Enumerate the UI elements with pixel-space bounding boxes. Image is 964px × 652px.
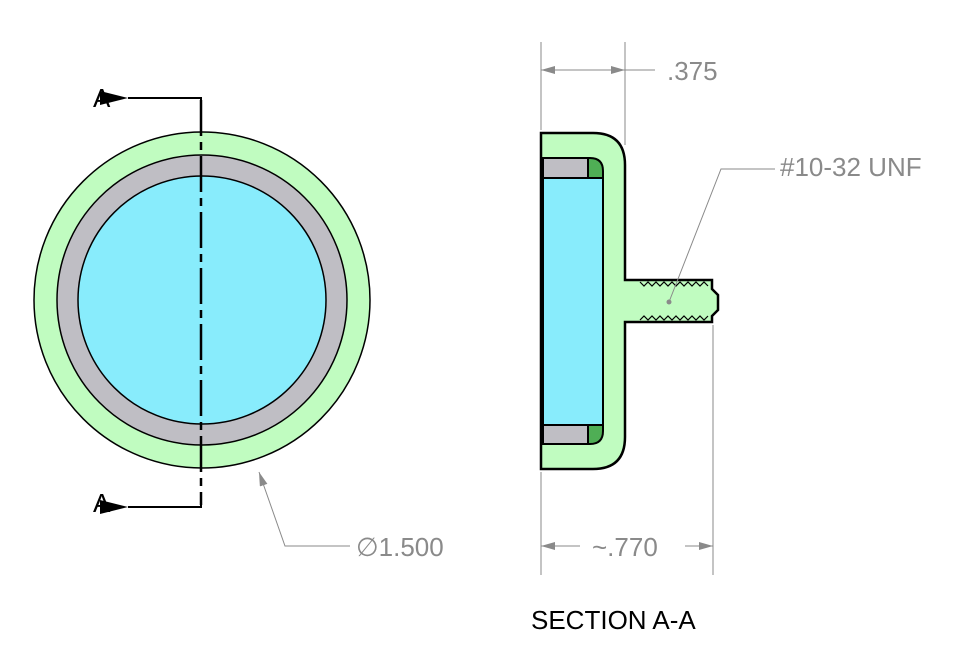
leader-dot bbox=[666, 299, 672, 305]
cutting-plane-arrow-top bbox=[100, 91, 202, 105]
section-label-bottom: A bbox=[93, 488, 111, 518]
cutting-plane-arrow-bottom bbox=[100, 500, 202, 514]
magnet-section bbox=[542, 177, 604, 426]
overall-length-dimension: ~.770 bbox=[592, 532, 658, 562]
section-title: SECTION A-A bbox=[531, 605, 696, 635]
thickness-dimension: .375 bbox=[667, 56, 718, 86]
thread-callout: #10-32 UNF bbox=[780, 152, 922, 182]
section-view: .375 ~.770 #10-32 UNF SECTION A-A bbox=[531, 42, 922, 635]
section-label-top: A bbox=[93, 83, 111, 113]
spacer-ring-bottom bbox=[542, 424, 589, 445]
diameter-dimension: ∅1.500 bbox=[356, 532, 444, 562]
diameter-leader bbox=[258, 471, 350, 547]
thread-teeth bbox=[639, 281, 709, 321]
thread-leader bbox=[668, 168, 775, 303]
spacer-ring-top bbox=[542, 157, 589, 179]
front-view: A A ∅1.500 bbox=[33, 83, 444, 562]
